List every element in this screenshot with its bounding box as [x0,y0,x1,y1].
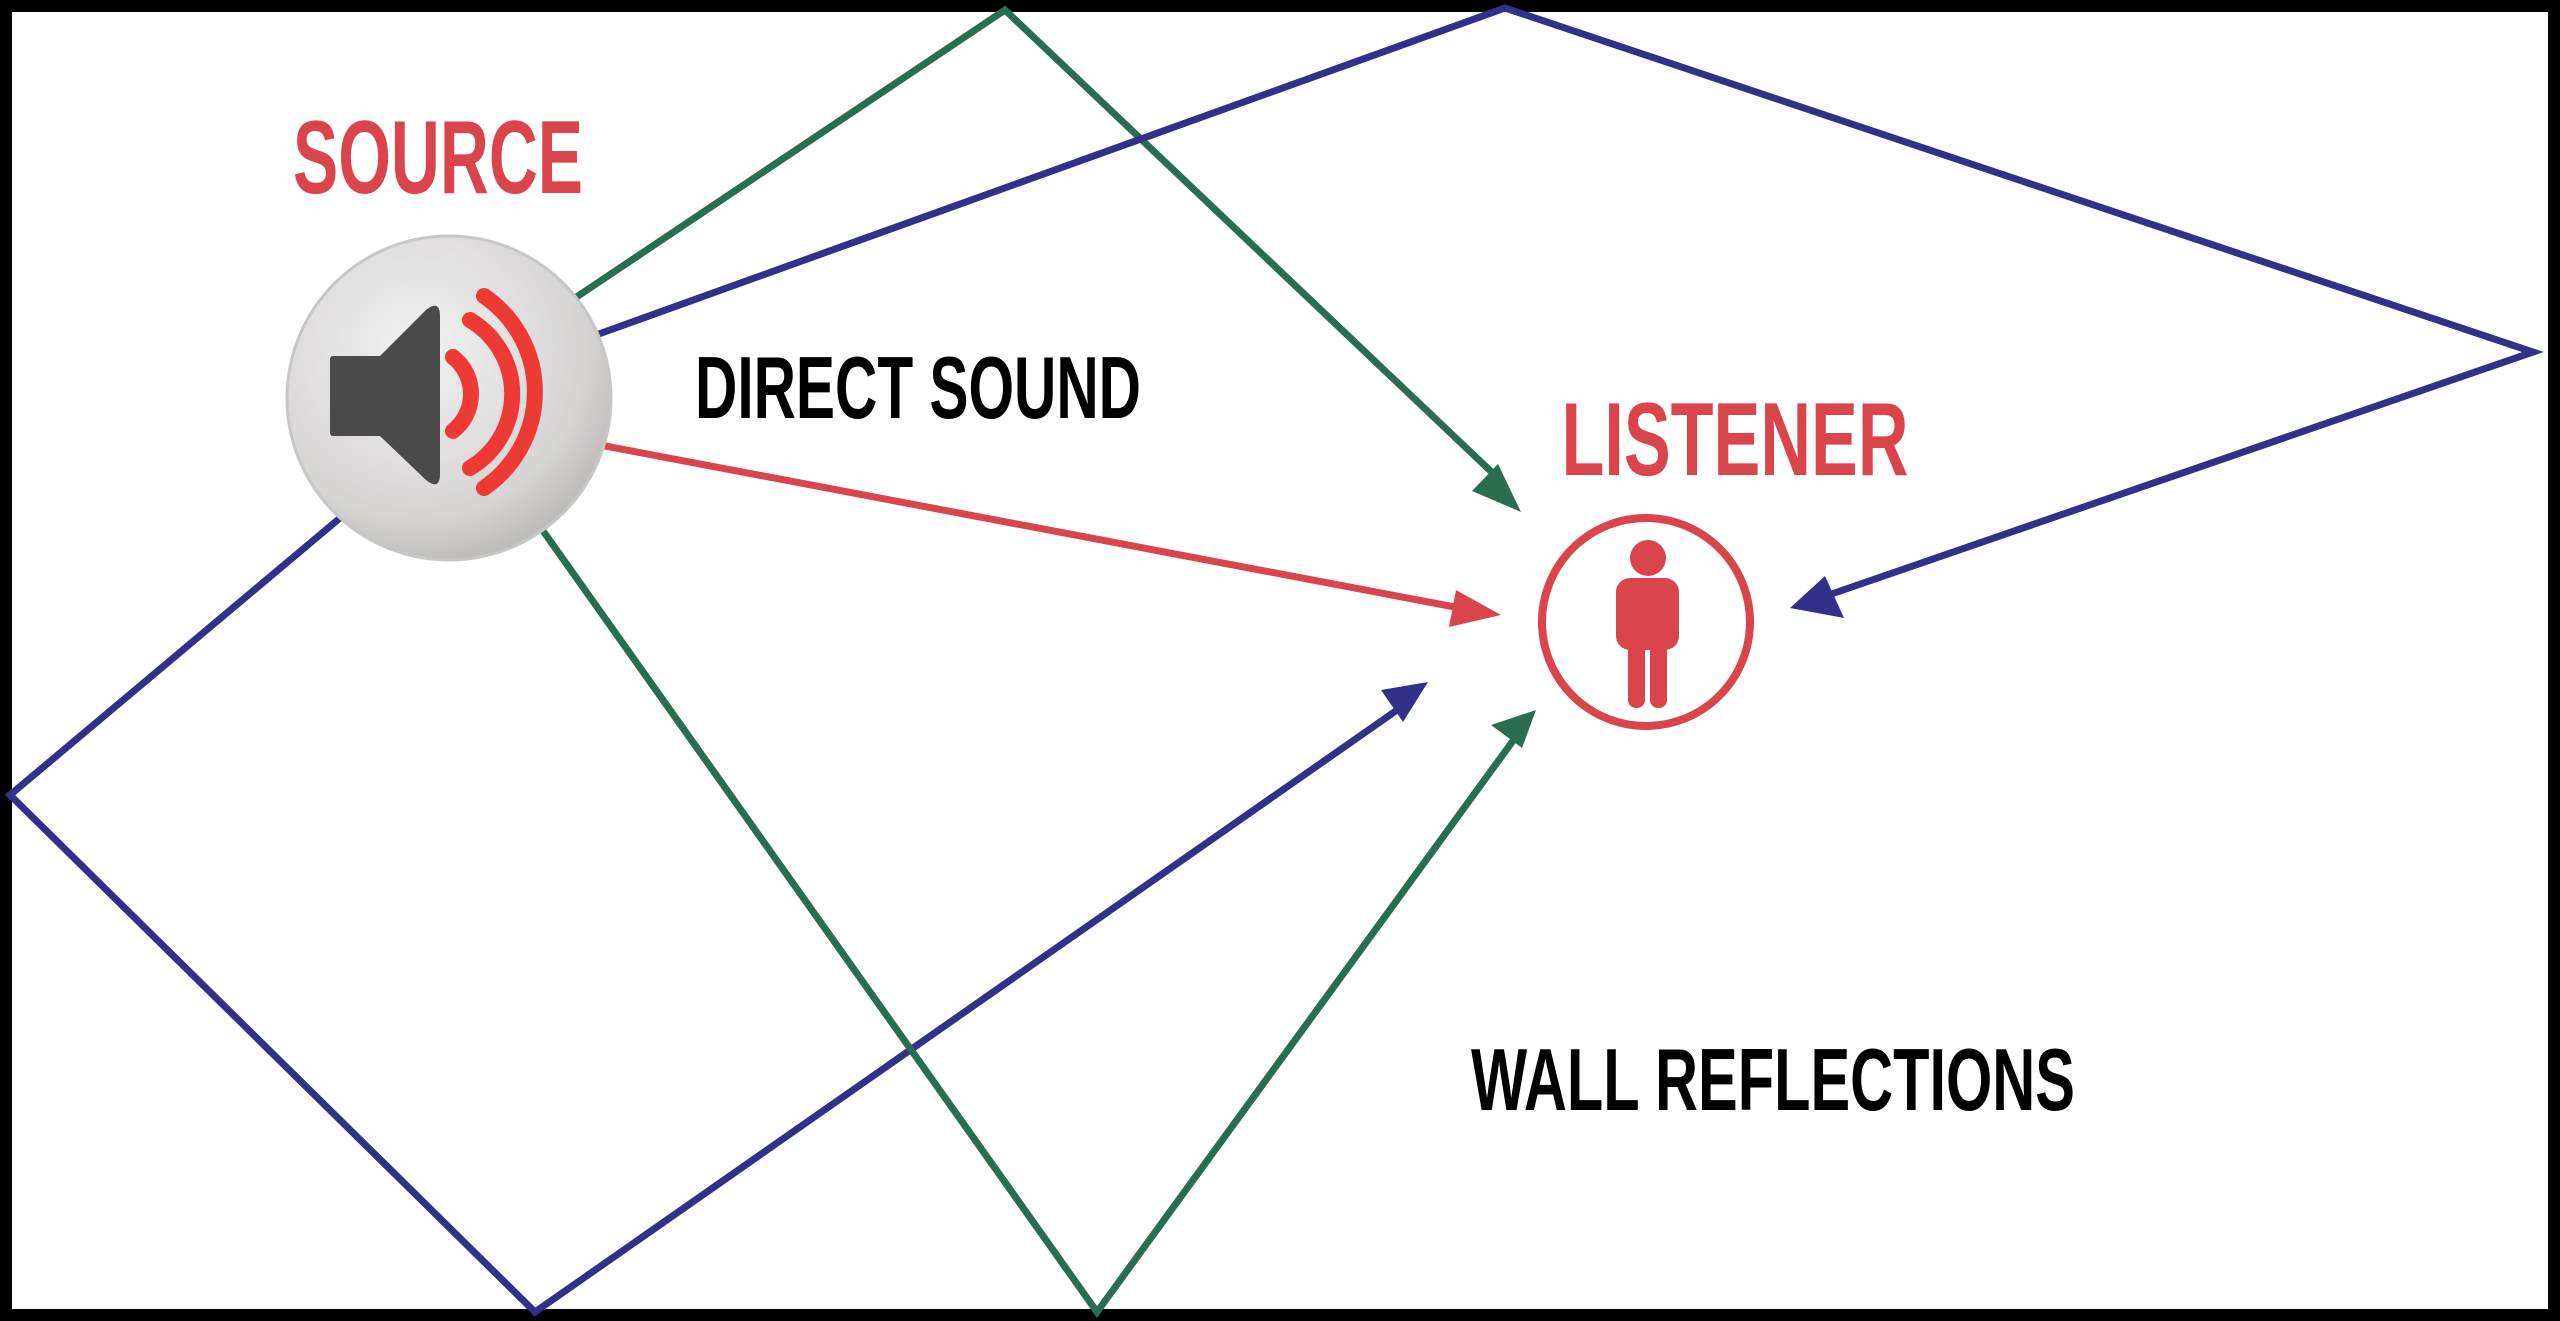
arrowhead-direct [1449,590,1501,627]
reflection-path-blue-top-right [594,4,2544,602]
arrowhead-blue-right [1790,576,1844,618]
person-icon [1538,514,1754,730]
listener-label: LISTENER [1562,382,1909,498]
direct-sound-path [599,441,1461,612]
arrowhead-blue-bottom [1381,682,1428,722]
source-label: SOURCE [293,100,583,216]
room-area [12,12,2548,1309]
direct-sound-label: DIRECT SOUND [695,338,1141,437]
wall-reflections-label: WALL REFLECTIONS [1471,1030,2075,1129]
reflection-path-blue-left-bottom [4,515,1403,1317]
arrowhead-green-top [1472,464,1521,512]
reflection-path-green-bottom [538,525,1518,1318]
arrowhead-green-bottom [1491,710,1536,748]
speaker-icon [285,234,613,562]
reflection-path-green-top [573,5,1503,483]
